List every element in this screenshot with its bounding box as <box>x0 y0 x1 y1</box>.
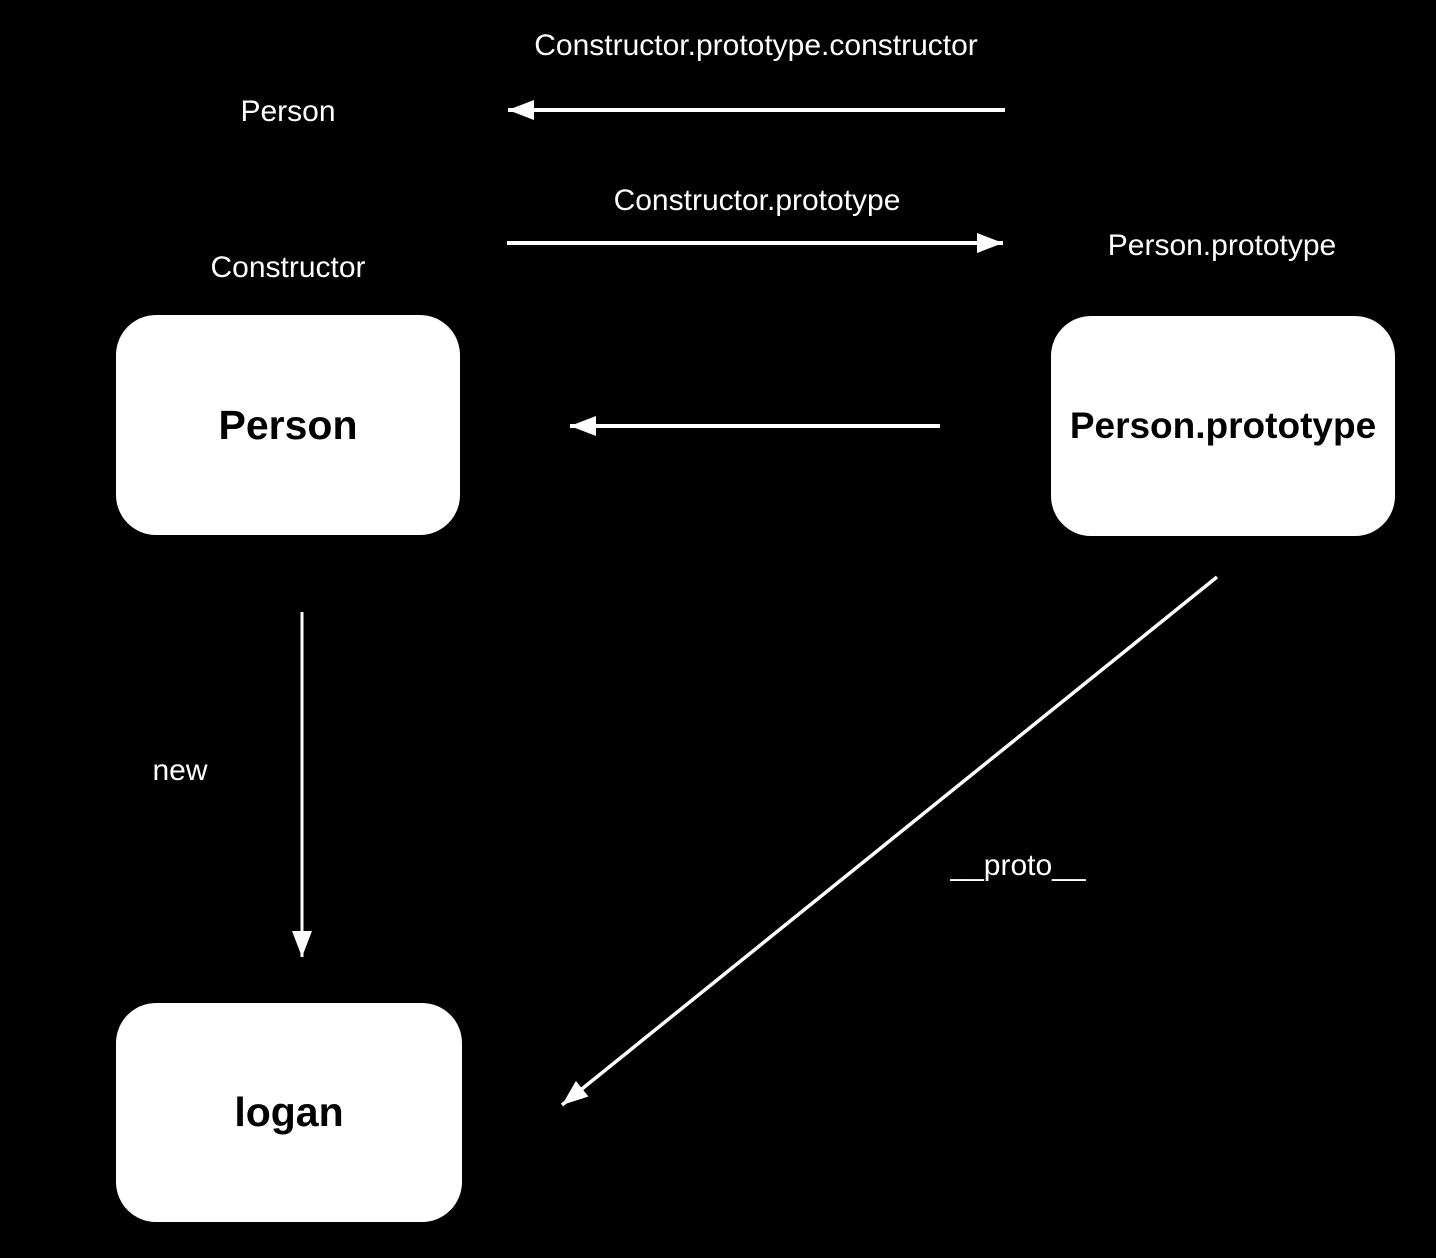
constructor-node-label: Person <box>218 401 358 448</box>
constructor-back-ref-label: Constructor.prototype.constructor <box>534 28 978 62</box>
proto-link-label: __proto__ <box>950 848 1086 882</box>
prototype-node: Person.prototype <box>1051 316 1395 536</box>
person-function-label: Person <box>240 94 336 128</box>
prototype-object-title-label: Person.prototype <box>1107 228 1337 262</box>
instance-node-label: logan <box>234 1089 344 1135</box>
constructor-role-label: Constructor <box>210 250 366 284</box>
instance-node: logan <box>116 1003 462 1222</box>
proto-link-arrow <box>560 575 1219 1107</box>
constructor-node: Person <box>116 315 460 535</box>
prototype-forward-ref-label: Constructor.prototype <box>613 183 901 217</box>
new-operator-label: new <box>152 753 208 787</box>
prototype-node-label: Person.prototype <box>1069 405 1377 446</box>
